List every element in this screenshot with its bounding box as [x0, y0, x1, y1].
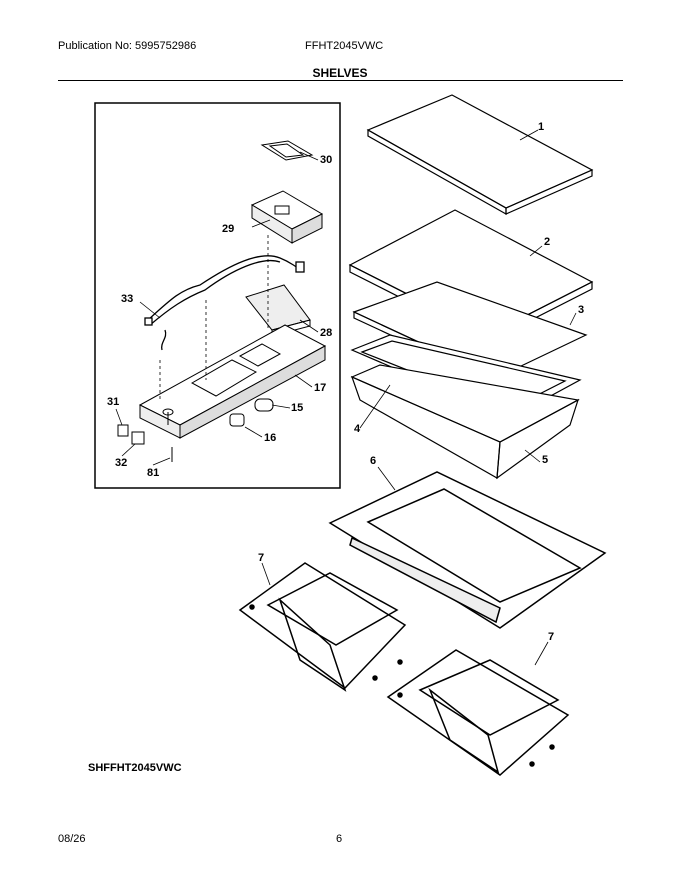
model-number: FFHT2045VWC — [305, 40, 384, 52]
callout-15: 15 — [291, 402, 303, 414]
section-title: SHELVES — [312, 66, 368, 80]
callout-5: 5 — [542, 454, 548, 466]
callout-28: 28 — [320, 327, 332, 339]
part-33-wire-harness — [144, 255, 305, 351]
part-17-control-housing — [138, 324, 327, 439]
part-6-cover-group — [328, 471, 607, 629]
callout-81: 81 — [147, 467, 159, 479]
part-29-housing — [250, 190, 324, 244]
part-16-socket — [229, 413, 245, 427]
part-7-drawer-b — [386, 649, 570, 776]
callout-16: 16 — [264, 432, 276, 444]
part-31-switch — [117, 424, 129, 437]
callout-33: 33 — [121, 293, 133, 305]
callout-29: 29 — [222, 223, 234, 235]
callout-32: 32 — [115, 457, 127, 469]
part-5-pan — [350, 364, 580, 480]
callout-2: 2 — [544, 236, 550, 248]
callout-31: 31 — [107, 396, 119, 408]
callout-17: 17 — [314, 382, 326, 394]
callout-6: 6 — [370, 455, 376, 467]
publication-number: Publication No: 5995752986 — [58, 40, 197, 52]
shelf-1 — [366, 94, 594, 216]
callout-3: 3 — [578, 304, 584, 316]
callout-1: 1 — [538, 121, 544, 133]
callout-7-a: 7 — [258, 552, 264, 564]
part-7-drawer-a — [238, 562, 407, 692]
callout-7-b: 7 — [548, 631, 554, 643]
callout-4: 4 — [354, 423, 361, 435]
part-32-connector — [131, 431, 145, 445]
header-rule — [58, 80, 623, 81]
callout-30: 30 — [320, 154, 332, 166]
part-30-gasket — [260, 140, 314, 161]
figure-code: SHFFHT2045VWC — [88, 762, 182, 774]
footer-date: 08/26 — [58, 833, 86, 845]
part-15-bulb — [254, 398, 274, 412]
inset-box-control-assembly — [94, 102, 341, 489]
page-number: 6 — [336, 833, 343, 845]
